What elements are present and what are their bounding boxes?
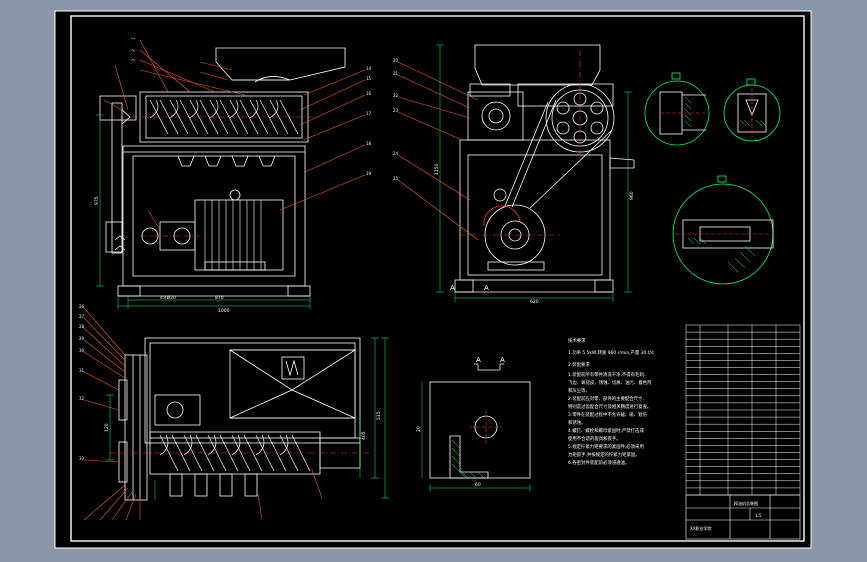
note-line-12: 力矩扳手,并按规定的拧紧力矩紧固。 [568, 451, 640, 458]
note-line-7: 3.零件在装配过程中不允许磕、碰、划伤 [568, 411, 647, 418]
detail-width-dim: 60 [475, 482, 481, 488]
technical-notes: 技术要求 1.功率 5.5kW,转速 960 r/min,产量 30 t/d 2… [568, 337, 654, 466]
note-line-13: 6.各密封件装配前必须浸透油。 [568, 459, 629, 466]
note-line-9: 4.螺钉、螺栓和螺母紧固时,严禁打击或 [568, 427, 644, 434]
front-view-leader-text: 1 2 3 14 15 16 17 18 19 [130, 36, 371, 176]
svg-text:30: 30 [79, 348, 85, 353]
svg-text:29: 29 [79, 336, 85, 341]
detail-circle-3 [672, 175, 774, 285]
note-line-8: 和锈蚀。 [568, 419, 586, 426]
svg-text:19: 19 [366, 171, 372, 176]
drawing-sheet [54, 10, 812, 549]
svg-text:23: 23 [393, 108, 399, 113]
note-line-6: 特别是过盈配合尺寸及相关精度进行复查。 [568, 403, 651, 410]
svg-text:28: 28 [79, 324, 85, 329]
note-line-11: 5.规定拧紧力矩要求的紧固件,必须采用 [568, 443, 644, 450]
drawing-border [70, 15, 805, 542]
svg-text:27: 27 [79, 314, 85, 319]
side-base-dim: 620 [530, 299, 539, 305]
plan-view-leader-text: 26 27 28 29 30 31 32 33 [79, 304, 85, 461]
note-line-1: 2.装配要求 [568, 361, 590, 368]
detail-circle-2 [723, 78, 781, 142]
title-block-drawing-title: 榨油机总装图 [734, 500, 758, 506]
svg-text:32: 32 [79, 396, 85, 401]
side-view [454, 44, 635, 293]
note-line-5: 2.装配前应对零、部件的主要配合尺寸, [568, 395, 644, 402]
svg-text:17: 17 [366, 111, 372, 116]
plan-height-dim: 515 [376, 411, 382, 420]
note-line-2: 1.装配前所有零件清洗干净,不得有毛刺、 [568, 371, 648, 378]
section-a-detail [421, 381, 531, 492]
svg-text:26: 26 [79, 304, 85, 309]
svg-text:1: 1 [130, 36, 136, 41]
side-height-b: 960 [629, 191, 635, 200]
note-line-10: 使用不合适的旋具和扳手。 [568, 435, 621, 442]
svg-text:21: 21 [393, 71, 399, 76]
title-block-scale: 1:5 [755, 513, 762, 518]
notes-heading: 技术要求 [568, 337, 586, 344]
note-line-3: 飞边、氧化皮、锈蚀、切屑、油污、着色剂 [568, 379, 652, 386]
plan-gap-dim: 120 [104, 423, 110, 432]
note-line-0: 1.功率 5.5kW,转速 960 r/min,产量 30 t/d [568, 349, 654, 356]
front-base-dim: 870 [215, 295, 224, 301]
section-label-left: A [476, 356, 481, 364]
plan-view-leaders [83, 307, 323, 521]
parts-list [685, 324, 801, 496]
title-block-company: XX职业学院 [690, 525, 711, 531]
side-height-a: 1150 [434, 163, 440, 175]
svg-text:31: 31 [79, 368, 85, 373]
svg-text:2: 2 [130, 48, 136, 53]
side-arc-accent [483, 205, 521, 227]
side-view-label-left: A [450, 284, 455, 292]
front-view-dimensions [96, 114, 311, 309]
svg-text:22: 22 [393, 93, 399, 98]
svg-text:20: 20 [393, 58, 399, 63]
svg-text:18: 18 [366, 141, 372, 146]
section-label-right: A [500, 356, 505, 364]
front-inner-dim: 4×Ø20 [160, 294, 176, 301]
svg-text:14: 14 [366, 66, 372, 71]
section-marker: A A [474, 356, 505, 371]
svg-text:16: 16 [366, 91, 372, 96]
front-height-dim: 975 [94, 196, 100, 205]
front-view-leaders [103, 39, 366, 231]
side-view-leaders [397, 61, 479, 241]
svg-text:25: 25 [393, 176, 399, 181]
svg-text:3: 3 [130, 58, 136, 63]
plan-view-dimensions [106, 337, 389, 500]
svg-text:33: 33 [79, 456, 85, 461]
svg-text:15: 15 [366, 76, 372, 81]
front-view [99, 47, 346, 297]
svg-text:24: 24 [393, 151, 399, 156]
front-total-dim: 1000 [218, 308, 230, 314]
title-block [685, 494, 801, 540]
side-view-dimensions [436, 44, 632, 302]
side-view-label-right: A [484, 284, 489, 292]
detail-circle-1 [644, 72, 710, 146]
side-view-leader-text: 20 21 22 23 24 25 [393, 58, 399, 181]
plan-side-dim: 405 [361, 431, 367, 440]
detail-height-dim: 20 [416, 426, 422, 432]
note-line-4: 和灰尘等。 [568, 387, 590, 394]
